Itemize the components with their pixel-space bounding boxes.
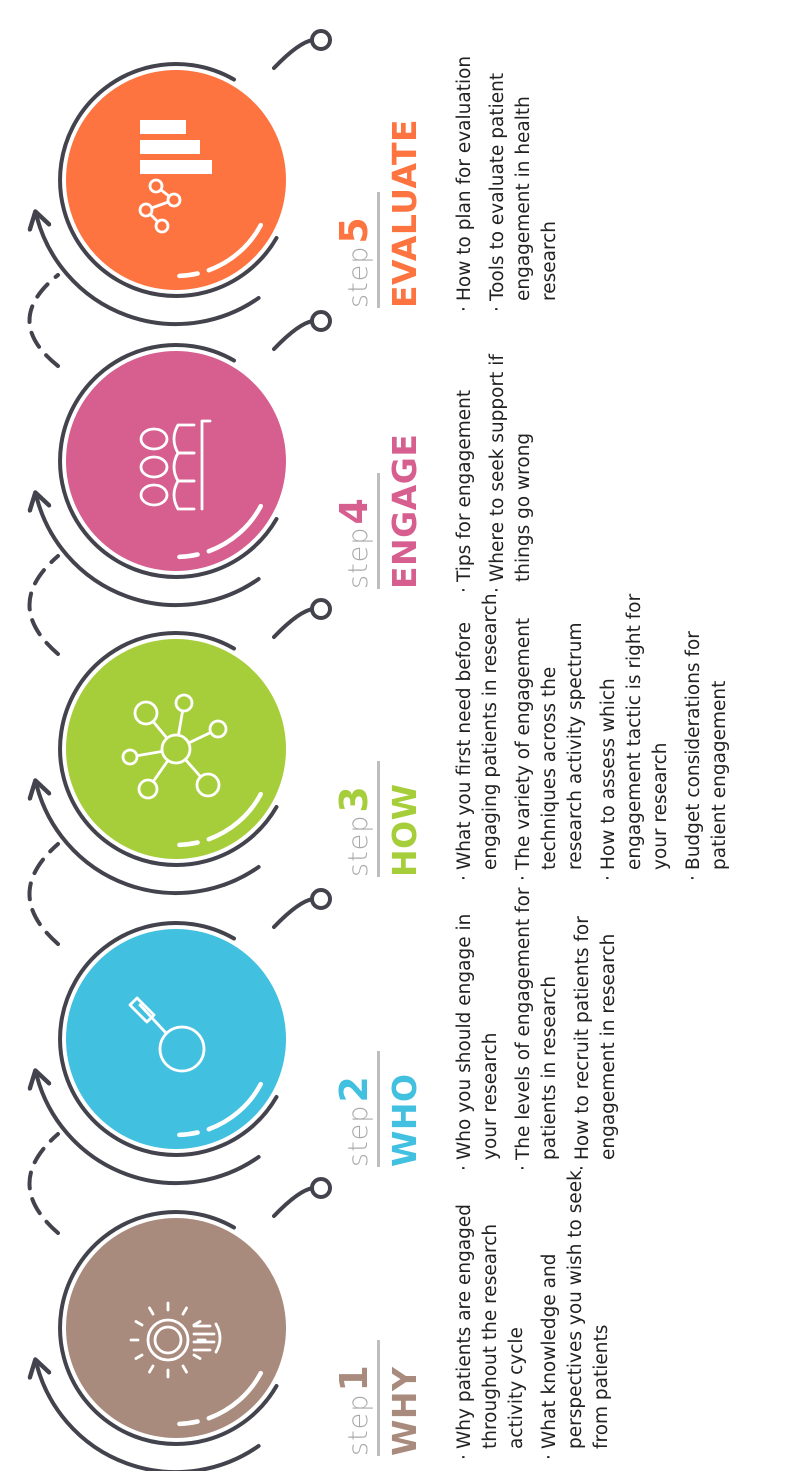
step-number: 1 xyxy=(332,1365,376,1392)
bullet-item: How to recruit patients for engagement i… xyxy=(570,875,622,1171)
bullet-item: Budget considerations for patient engage… xyxy=(681,585,733,881)
network-nodes-icon xyxy=(121,693,228,800)
step-1-circle xyxy=(66,1218,286,1438)
step-5-graphic xyxy=(37,29,332,327)
step-2-end-dot xyxy=(310,888,332,910)
step-bullet-list: How to plan for evaluation Tools to evalu… xyxy=(452,16,570,312)
step-3-circle xyxy=(66,639,286,859)
step-title: WHO xyxy=(385,1073,424,1167)
step-word: step xyxy=(343,1104,374,1167)
step-4-graphic xyxy=(27,273,332,608)
step-divider xyxy=(377,1340,380,1456)
bullet-item: What knowledge and perspectives you wish… xyxy=(537,1164,615,1460)
step-1-cycle-arrow xyxy=(37,1365,261,1471)
gear-lightbulb-icon xyxy=(129,1301,222,1379)
step-4-highlight xyxy=(206,503,264,554)
step-5-highlight-dash xyxy=(177,271,200,279)
step-3-highlight xyxy=(206,791,264,842)
step-divider xyxy=(377,473,380,589)
bullet-item: What you first need before engaging pati… xyxy=(452,585,504,881)
magnifying-glass-icon xyxy=(128,996,206,1073)
step-4-dashed-connector xyxy=(27,273,60,368)
step-5-text: step5EVALUATEHow to plan for evaluationT… xyxy=(0,20,793,320)
step-2-highlight-dash xyxy=(177,1130,200,1138)
step-title: WHY xyxy=(385,1366,424,1456)
step-number: 2 xyxy=(332,1076,376,1103)
step-3-highlight-dash xyxy=(177,840,200,848)
step-divider xyxy=(377,1051,380,1167)
bullet-item: Why patients are engaged throughout the … xyxy=(452,1164,530,1460)
step-3-ring xyxy=(58,631,279,867)
step-5-circle xyxy=(66,70,286,290)
step-3-graphic xyxy=(27,554,332,896)
step-3-end-dot xyxy=(310,598,332,620)
step-divider xyxy=(377,761,380,877)
step-4-highlight-dash xyxy=(177,552,200,560)
step-2-ring xyxy=(58,921,279,1157)
step-3-dashed-connector xyxy=(27,554,60,656)
step-label: step2 xyxy=(332,1076,376,1167)
bullet-item: How to plan for evaluation xyxy=(452,16,478,312)
people-group-icon xyxy=(139,419,212,511)
step-2-circle xyxy=(66,929,286,1149)
step-5-cycle-arrow xyxy=(37,217,261,327)
bullet-item: How to assess which engagement tactic is… xyxy=(596,585,674,881)
step-label: step4 xyxy=(332,498,376,589)
step-2-cycle-arrow xyxy=(37,1076,261,1186)
step-bullet-list: Tips for engagement Where to seek support… xyxy=(452,297,544,593)
step-5-highlight xyxy=(206,222,264,273)
step-title: HOW xyxy=(385,783,424,877)
bullet-item: The levels of engagement for patients in… xyxy=(511,875,563,1171)
step-1-graphic xyxy=(27,1132,332,1471)
step-label: step1 xyxy=(332,1365,376,1456)
step-2-dashed-connector xyxy=(27,842,60,946)
step-5-ring xyxy=(58,62,279,298)
step-4-cycle-arrow xyxy=(37,498,261,608)
step-bullet-list: Who you should engage in your researchTh… xyxy=(452,875,629,1171)
step-1-ring xyxy=(58,1210,279,1446)
step-divider xyxy=(377,192,380,308)
step-1-highlight-dash xyxy=(177,1419,200,1427)
bullet-item: Tools to evaluate patient engagement in … xyxy=(485,16,563,312)
step-1-text: step1WHYWhy patients are engaged through… xyxy=(0,1168,793,1468)
step-bullet-list: Why patients are engaged throughout the … xyxy=(452,1164,622,1460)
step-3-text: step3HOWWhat you first need before engag… xyxy=(0,589,793,889)
bullet-item: The variety of engagement techniques acr… xyxy=(511,585,589,881)
step-number: 3 xyxy=(332,786,376,813)
step-1-end-dot xyxy=(310,1177,332,1199)
step-1-dashed-connector xyxy=(27,1132,60,1235)
step-4-ring xyxy=(58,343,279,579)
step-5-end-dot xyxy=(310,29,332,51)
step-label: step3 xyxy=(332,786,376,877)
step-title: EVALUATE xyxy=(385,118,424,308)
bullet-item: Tips for engagement xyxy=(452,297,478,593)
bullet-item: Who you should engage in your research xyxy=(452,875,504,1171)
step-2-graphic xyxy=(27,842,332,1186)
step-label: step5 xyxy=(332,217,376,308)
step-3-cycle-arrow xyxy=(37,786,261,896)
step-word: step xyxy=(343,814,374,877)
step-4-end-dot xyxy=(310,310,332,332)
step-4-text: step4ENGAGETips for engagementWhere to s… xyxy=(0,301,793,601)
step-number: 4 xyxy=(332,498,376,525)
step-1-highlight xyxy=(206,1370,264,1421)
evaluation-chart-icon xyxy=(138,120,212,234)
step-2-text: step2WHOWho you should engage in your re… xyxy=(0,879,793,1179)
step-number: 5 xyxy=(332,217,376,244)
bullet-item: Where to seek support if things go wrong xyxy=(485,297,537,593)
step-word: step xyxy=(343,526,374,589)
step-title: ENGAGE xyxy=(385,433,424,589)
step-bullet-list: What you first need before engaging pati… xyxy=(452,585,740,881)
step-2-highlight xyxy=(206,1081,264,1132)
step-word: step xyxy=(343,245,374,308)
step-word: step xyxy=(343,1393,374,1456)
